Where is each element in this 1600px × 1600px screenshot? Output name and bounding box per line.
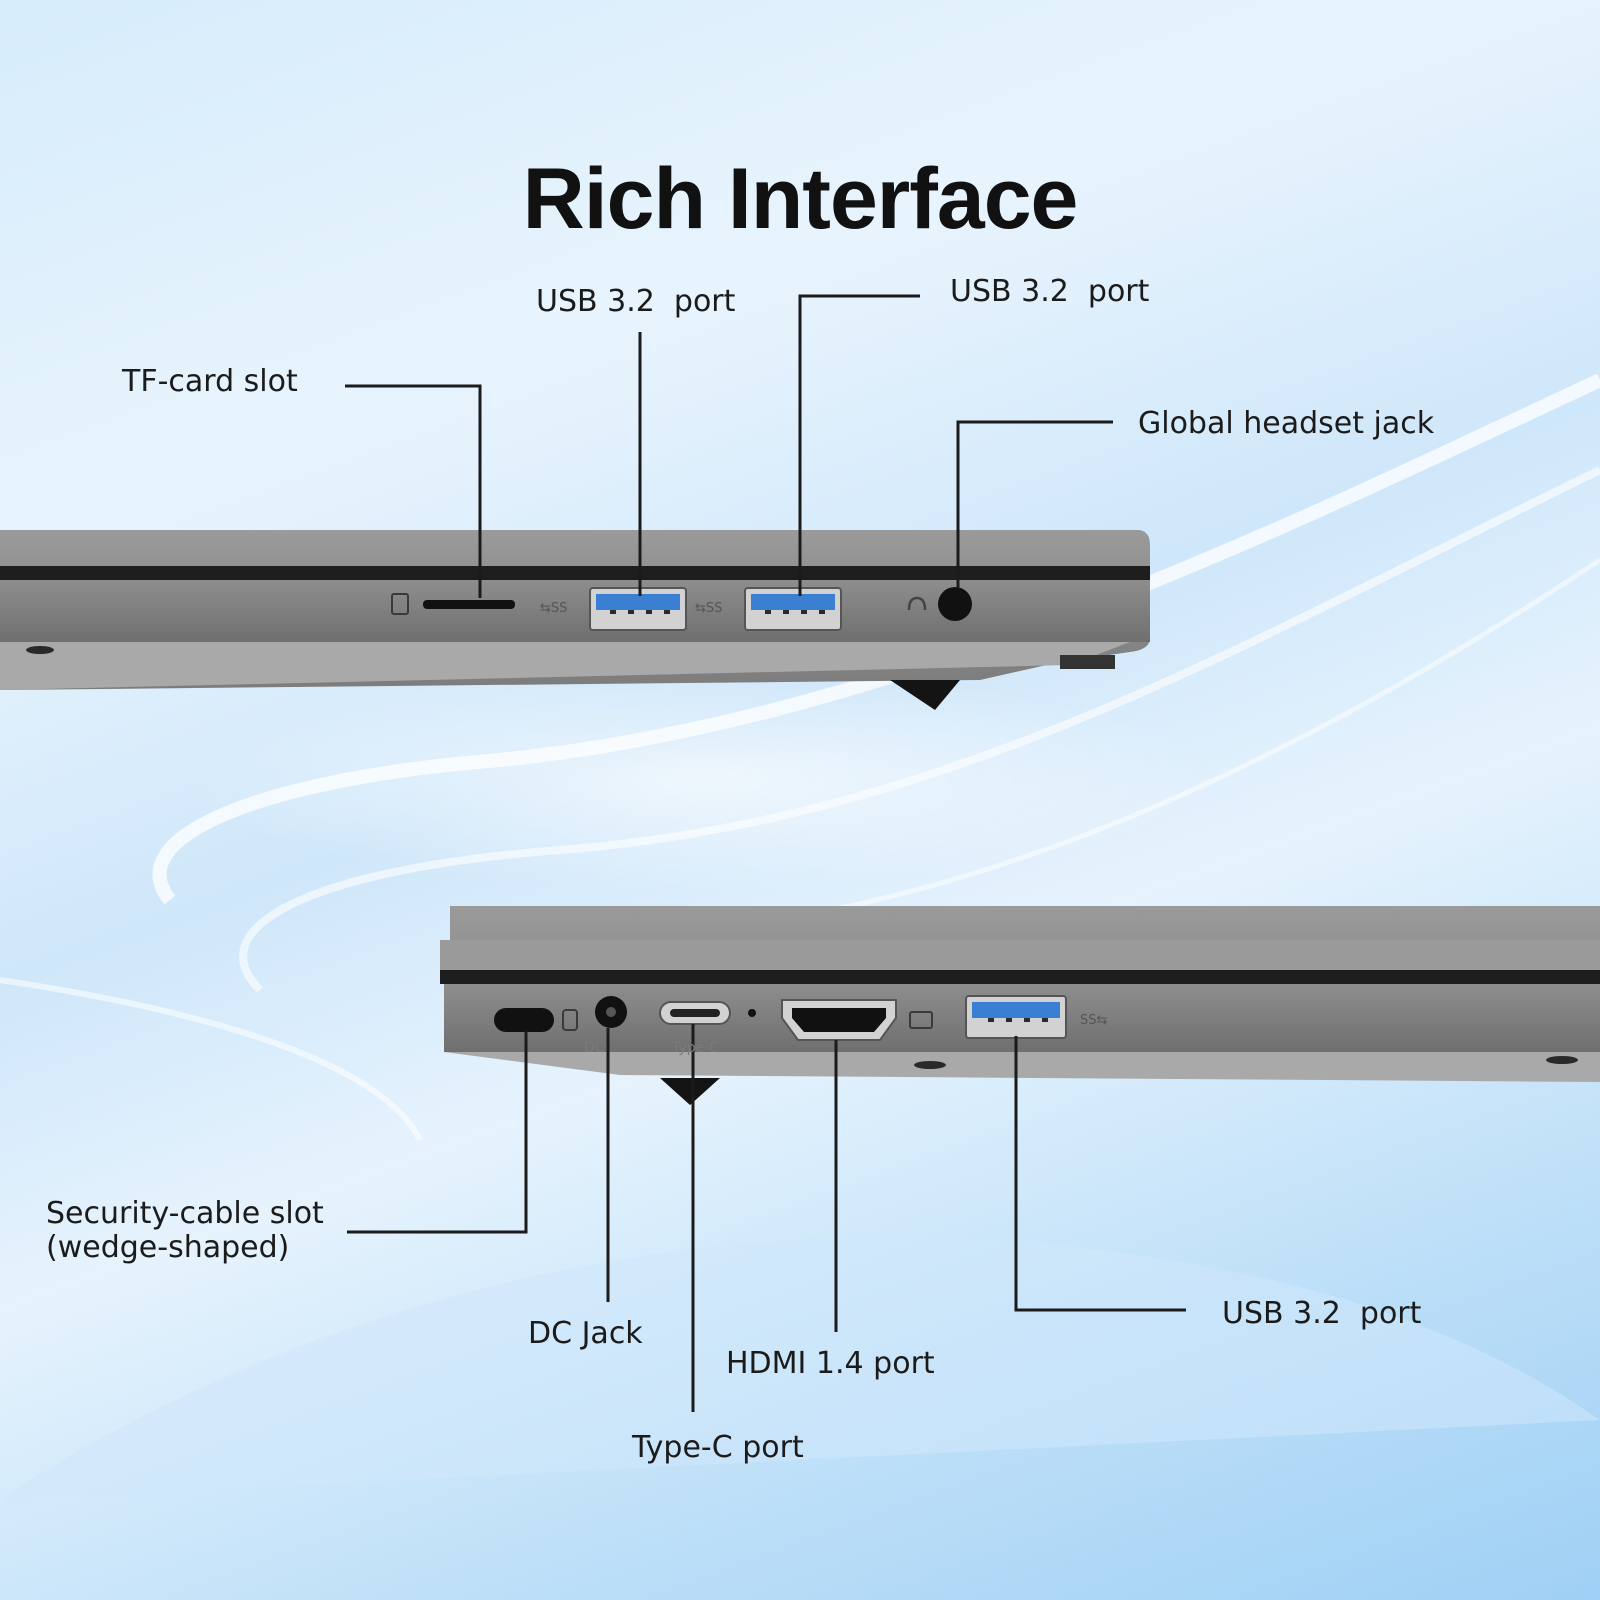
svg-text:⇆SS: ⇆SS bbox=[540, 601, 567, 616]
laptop-left-side bbox=[440, 906, 1600, 1105]
laptop-right-side bbox=[0, 530, 1150, 710]
label-security-slot-line1: Security-cable slot bbox=[46, 1196, 324, 1231]
tf-card-slot bbox=[391, 593, 515, 615]
security-cable-slot bbox=[494, 1008, 578, 1032]
label-usb-top-right: USB 3.2 port bbox=[950, 274, 1150, 309]
bottom-leader-lines bbox=[347, 1024, 1186, 1412]
label-security-slot-line2: (wedge-shaped) bbox=[46, 1230, 290, 1265]
page-title: Rich Interface bbox=[522, 150, 1079, 247]
label-type-c-port: Type-C port bbox=[632, 1430, 804, 1465]
label-tf-card-slot: TF-card slot bbox=[122, 364, 298, 399]
usb-port-bottom: SS⇆ bbox=[965, 995, 1108, 1039]
label-dc-jack: DC Jack bbox=[528, 1316, 643, 1351]
usb-port-top-right: ⇆SS bbox=[695, 587, 842, 631]
usb-port-top-left: ⇆SS bbox=[540, 587, 687, 631]
label-usb-top-left: USB 3.2 port bbox=[536, 284, 736, 319]
dc-marking: DC bbox=[584, 1040, 605, 1056]
svg-text:⇆SS: ⇆SS bbox=[695, 601, 722, 616]
hdmi-port bbox=[781, 999, 933, 1041]
label-hdmi-port: HDMI 1.4 port bbox=[726, 1346, 935, 1381]
label-usb-bottom: USB 3.2 port bbox=[1222, 1296, 1422, 1331]
dc-jack bbox=[595, 996, 627, 1028]
label-headset-jack: Global headset jack bbox=[1138, 406, 1435, 441]
type-c-marking: Type-C bbox=[672, 1040, 719, 1056]
type-c-port bbox=[659, 1001, 756, 1025]
svg-text:SS⇆: SS⇆ bbox=[1080, 1013, 1108, 1028]
headset-jack bbox=[907, 587, 972, 621]
top-leader-lines bbox=[345, 294, 1113, 598]
